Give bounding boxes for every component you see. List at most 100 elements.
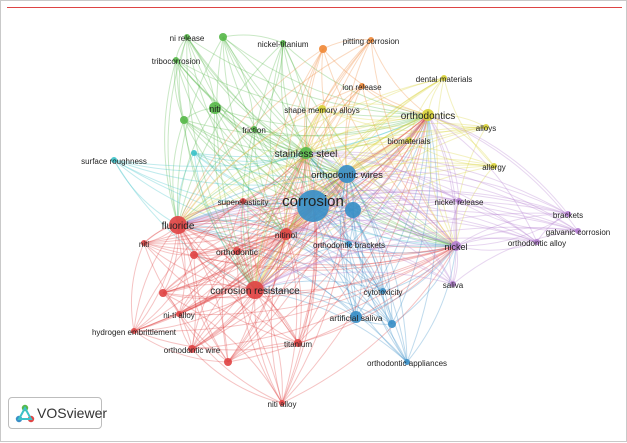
node-shape-memory-alloys[interactable] xyxy=(318,105,326,113)
node-superelasticity[interactable] xyxy=(240,198,246,204)
node-cytotoxicity[interactable] xyxy=(380,288,386,294)
edge xyxy=(269,42,287,235)
node-tribocorrosion[interactable] xyxy=(173,57,179,63)
edge xyxy=(193,173,348,256)
node-corrosion-resistance[interactable] xyxy=(246,281,264,299)
edge xyxy=(305,152,408,363)
edge xyxy=(254,289,357,318)
node-blue-hub2[interactable] xyxy=(345,202,361,218)
node-biomaterials[interactable] xyxy=(406,137,412,143)
edge xyxy=(254,289,283,404)
edge xyxy=(285,233,454,285)
node-saliva[interactable] xyxy=(450,281,456,287)
node-green-small1[interactable] xyxy=(219,33,227,41)
edge xyxy=(193,254,229,363)
node-nickel[interactable] xyxy=(451,241,461,251)
edge xyxy=(322,48,429,116)
node-allergy[interactable] xyxy=(491,163,497,169)
node-red-small2[interactable] xyxy=(159,289,167,297)
vosviewer-logo-icon xyxy=(15,404,35,423)
node-orthodontic[interactable] xyxy=(233,247,241,255)
node-nickel-release[interactable] xyxy=(456,198,462,204)
node-pitting-corrosion[interactable] xyxy=(368,37,374,43)
edge xyxy=(175,59,287,235)
node-artificial-saliva[interactable] xyxy=(350,311,362,323)
edge xyxy=(346,173,393,325)
label-ion-release: ion release xyxy=(342,83,382,92)
edge xyxy=(321,48,348,175)
edge xyxy=(408,77,445,141)
node-titanium[interactable] xyxy=(294,339,302,347)
edge xyxy=(247,42,284,291)
node-ni-release[interactable] xyxy=(184,34,190,40)
edge xyxy=(216,36,256,291)
edge xyxy=(178,114,429,315)
node-ion-release[interactable] xyxy=(359,83,365,89)
node-orthodontic-brackets[interactable] xyxy=(346,241,352,247)
node-niti-green[interactable] xyxy=(209,102,221,114)
edge xyxy=(285,114,429,235)
node-blue-small[interactable] xyxy=(388,320,396,328)
label-friction: friction xyxy=(242,126,266,135)
edge xyxy=(222,36,307,154)
edge xyxy=(242,200,299,344)
node-orthodontic-alloy[interactable] xyxy=(534,239,540,245)
node-friction[interactable] xyxy=(251,126,257,132)
edge xyxy=(222,34,284,44)
node-stainless-steel[interactable] xyxy=(300,147,312,159)
node-fluoride[interactable] xyxy=(169,216,187,234)
edge xyxy=(254,152,307,291)
node-dental-materials[interactable] xyxy=(441,75,447,81)
edge xyxy=(348,114,429,245)
nodes-layer[interactable] xyxy=(111,33,581,406)
label-artificial-saliva: artificial saliva xyxy=(330,313,383,323)
node-hydrogen-embrittlement[interactable] xyxy=(131,328,137,334)
node-orthodontic-appliances[interactable] xyxy=(404,359,410,365)
edge xyxy=(455,237,538,247)
edge xyxy=(253,42,284,130)
edge xyxy=(143,200,244,244)
node-orthodontic-wires[interactable] xyxy=(338,165,356,183)
edge xyxy=(254,77,445,291)
edge xyxy=(312,205,454,285)
edge xyxy=(177,197,579,232)
node-orthodontics[interactable] xyxy=(422,109,434,121)
node-niti[interactable] xyxy=(141,240,147,246)
node-brackets[interactable] xyxy=(565,211,571,217)
node-orthodontic-wire[interactable] xyxy=(188,345,196,353)
edge xyxy=(305,39,372,154)
node-red-small1[interactable] xyxy=(190,251,198,259)
edge xyxy=(133,224,179,332)
label-dental-materials: dental materials xyxy=(416,75,472,84)
edge xyxy=(285,198,460,235)
node-galvanic-corrosion[interactable] xyxy=(575,228,581,234)
edge xyxy=(346,173,538,243)
node-red-small3[interactable] xyxy=(224,358,232,366)
edge xyxy=(285,114,429,235)
node-niti-alloy[interactable] xyxy=(279,400,285,406)
edge xyxy=(191,233,287,350)
label-orthodontic-wire: orthodontic wire xyxy=(164,346,221,355)
vosviewer-logo[interactable]: VOSviewer xyxy=(8,397,107,429)
edge xyxy=(177,224,256,291)
edge xyxy=(355,114,429,318)
edge xyxy=(175,59,457,247)
node-orange-small[interactable] xyxy=(319,45,327,53)
node-nickel-titanium[interactable] xyxy=(280,40,286,46)
edge xyxy=(285,233,393,325)
node-cyan-small[interactable] xyxy=(191,150,197,156)
edge xyxy=(281,245,457,404)
node-nitinol[interactable] xyxy=(280,228,292,240)
edge xyxy=(427,114,495,167)
node-green-small2[interactable] xyxy=(180,116,188,124)
node-alloys[interactable] xyxy=(483,124,489,130)
node-surface-roughness[interactable] xyxy=(111,157,117,163)
node-ni-ti-alloy[interactable] xyxy=(176,311,182,317)
edge xyxy=(193,152,287,235)
node-corrosion[interactable] xyxy=(297,190,329,222)
edge xyxy=(177,219,350,245)
edge xyxy=(177,224,357,318)
edge xyxy=(346,114,429,175)
